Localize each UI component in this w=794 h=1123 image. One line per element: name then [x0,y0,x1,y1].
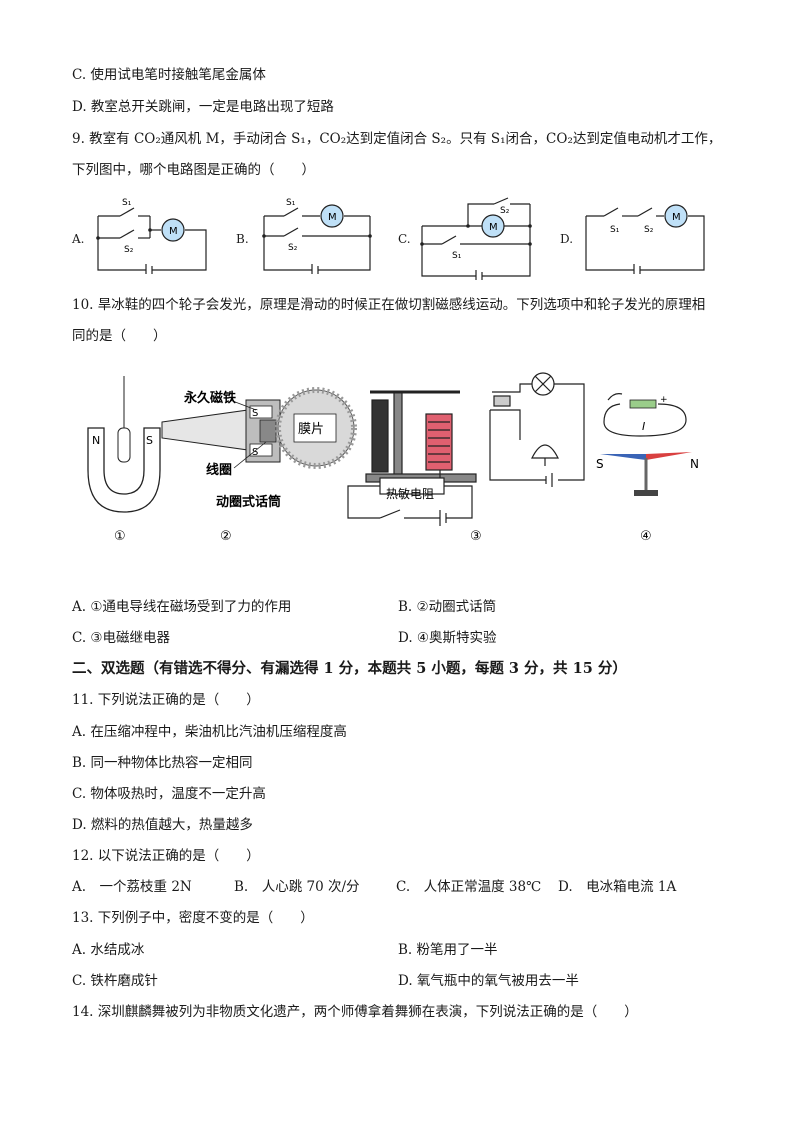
q10-option-d: D. ④奥斯特实验 [398,630,497,646]
microphone-label: 动圈式话筒 [216,494,281,510]
figure-3-number: ③ [470,529,482,544]
q9-stem-line1: 9. 教室有 CO₂通风机 M，手动闭合 S₁，CO₂达到定值闭合 S₂。只有 … [72,131,722,147]
motor-label: M [672,212,681,223]
oersted-figure: + I S N [596,393,699,496]
s2-label: S₂ [124,245,134,255]
q12-option-d: D. 电冰箱电流 1A [558,879,677,895]
q10-option-b: B. ②动圈式话筒 [398,599,497,615]
q8-option-d: D. 教室总开关跳闸，一定是电路出现了短路 [72,99,334,115]
q12-option-a: A. 一个荔枝重 2N [72,879,192,895]
q8-option-c: C. 使用试电笔时接触笔尾金属体 [72,67,266,83]
s2-label: S₂ [288,243,298,253]
compass-n-label: N [690,457,699,471]
circuit-diagram-c: M S₂ S₁ [420,197,532,280]
compass-s-label: S [596,457,604,471]
svg-text:S: S [252,447,258,458]
q12-option-b: B. 人心跳 70 次/分 [234,879,360,895]
q13-option-c: C. 铁杵磨成针 [72,973,158,989]
figure-4-number: ④ [640,529,652,544]
magnet-s-label: S [146,434,153,447]
s2-label: S₂ [644,225,654,235]
coil-label: 线圈 [206,462,232,478]
u-magnet-figure: N S [87,376,161,513]
film-label: 膜片 [298,422,324,437]
q9-label-b: B. [236,232,249,246]
s1-label: S₁ [122,198,132,208]
battery-plus-label: + [660,395,668,405]
permanent-magnet-label: 永久磁铁 [183,390,236,406]
section-2-heading: 二、双选题（有错选不得分、有漏选得 1 分，本题共 5 小题，每题 3 分，共 … [72,660,627,677]
q10-option-a: A. ①通电导线在磁场受到了力的作用 [72,599,292,615]
q9-stem-line2: 下列图中，哪个电路图是正确的（ ） [72,162,315,178]
figure-2-number: ② [220,529,232,544]
motor-label: M [328,212,337,223]
s2-label: S₂ [500,206,510,216]
s1-label: S₁ [452,251,462,261]
q13-option-d: D. 氧气瓶中的氧气被用去一半 [398,973,579,989]
magnet-n-label: N [92,434,100,447]
relay-figure [347,372,585,526]
q9-label-c: C. [398,232,411,246]
q13-option-b: B. 粉笔用了一半 [398,942,498,958]
s1-label: S₁ [610,225,620,235]
q11-option-c: C. 物体吸热时，温度不一定升高 [72,786,266,802]
q12-stem: 12. 以下说法正确的是（ ） [72,848,260,864]
circuit-diagram-b: M S₁ S₂ [262,198,372,274]
figure-1-number: ① [114,529,126,544]
microphone-figure: S S 膜片 永久磁铁 线圈 动圈式话筒 [161,387,357,510]
svg-text:S: S [252,408,258,419]
q11-stem: 11. 下列说法正确的是（ ） [72,692,260,708]
q10-figure-panel: N S S S 膜片 永久磁铁 线圈 动圈式话筒 [87,372,699,544]
q11-option-d: D. 燃料的热值越大，热量越多 [72,817,253,833]
q14-stem: 14. 深圳麒麟舞被列为非物质文化遗产，两个师傅拿着舞狮在表演，下列说法正确的是… [72,1004,638,1020]
q10-stem-line2: 同的是（ ） [72,328,167,344]
q12-option-c: C. 人体正常温度 38℃ [396,879,542,895]
q9-label-a: A. [72,232,85,246]
q11-option-a: A. 在压缩冲程中，柴油机比汽油机压缩程度高 [72,724,347,740]
q11-option-b: B. 同一种物体比热容一定相同 [72,755,253,771]
q13-option-a: A. 水结成冰 [72,942,145,958]
q9-label-d: D. [560,232,574,246]
q10-stem-line1: 10. 旱冰鞋的四个轮子会发光，原理是滑动的时候正在做切割磁感线运动。下列选项中… [72,297,706,313]
q10-option-c: C. ③电磁继电器 [72,630,171,646]
motor-label: M [489,222,498,233]
thermistor-label: 热敏电阻 [386,486,434,501]
circuit-diagram-a: M S₁ S₂ [96,198,207,274]
s1-label: S₁ [286,198,296,208]
current-label: I [642,420,645,433]
motor-label: M [169,226,178,237]
circuit-diagram-d: M S₁ S₂ [585,204,705,274]
q13-stem: 13. 下列例子中，密度不变的是（ ） [72,910,314,926]
